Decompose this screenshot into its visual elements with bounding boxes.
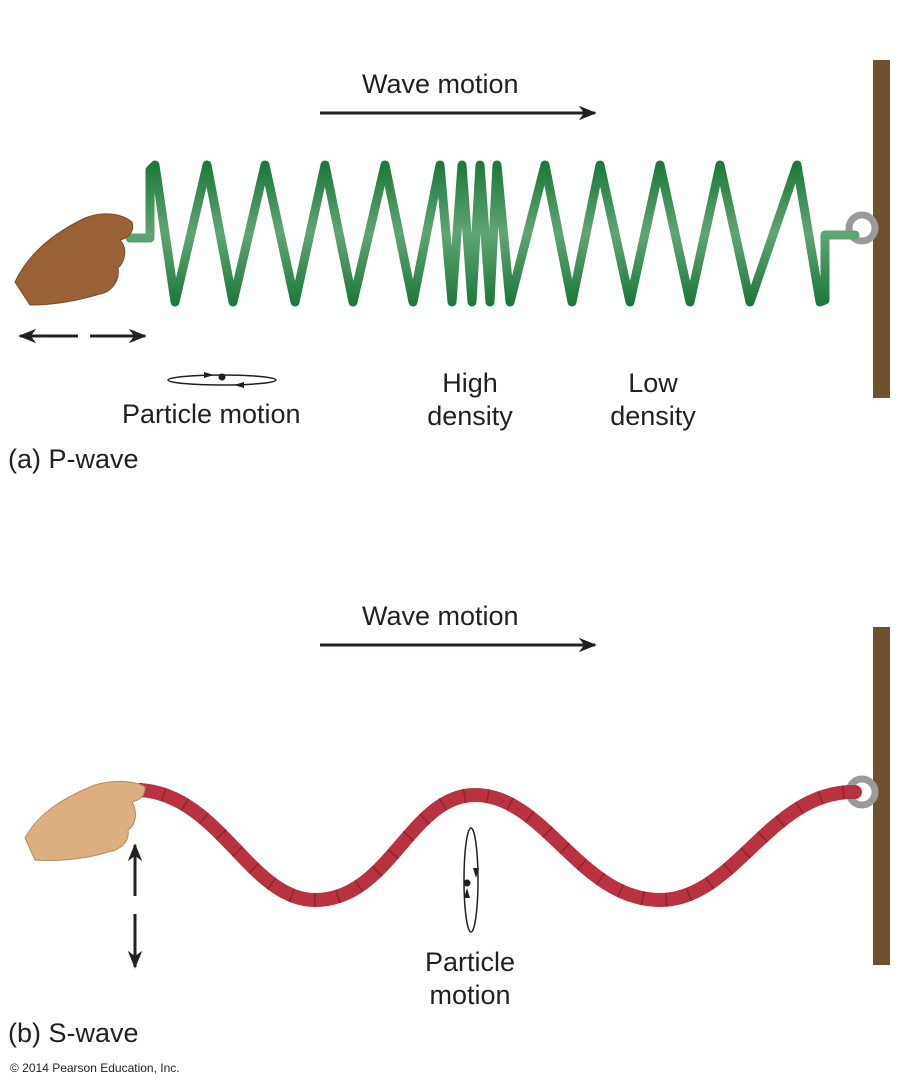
caption-s-wave: (b) S-wave: [8, 1018, 139, 1048]
high-density-line2: density: [427, 401, 513, 431]
rope: [133, 783, 862, 908]
hand-a-icon: [14, 213, 134, 306]
wall-a: [873, 60, 890, 398]
wave-motion-label-a: Wave motion: [362, 69, 519, 99]
ring-anchor-a: [845, 211, 879, 245]
high-density-label: High density: [420, 367, 520, 433]
low-density-line2: density: [610, 401, 696, 431]
wave-motion-label-b: Wave motion: [362, 601, 519, 631]
particle-motion-line2: motion: [429, 980, 511, 1010]
caption-p-wave: (a) P-wave: [8, 444, 139, 474]
low-density-label: Low density: [603, 367, 703, 433]
particle-motion-orbit-a: [167, 372, 277, 388]
spring-coil: [125, 160, 860, 307]
hand-b-icon: [24, 781, 146, 861]
particle-motion-line1: Particle: [424, 947, 516, 977]
copyright: © 2014 Pearson Education, Inc.: [10, 1061, 180, 1075]
particle-motion-orbit-b: [463, 827, 479, 933]
particle-motion-label-a: Particle motion: [122, 399, 301, 429]
low-density-line1: Low: [628, 368, 678, 398]
high-density-line1: High: [442, 368, 498, 398]
particle-motion-label-b: Particle motion: [418, 946, 522, 1012]
wall-b: [873, 627, 890, 965]
